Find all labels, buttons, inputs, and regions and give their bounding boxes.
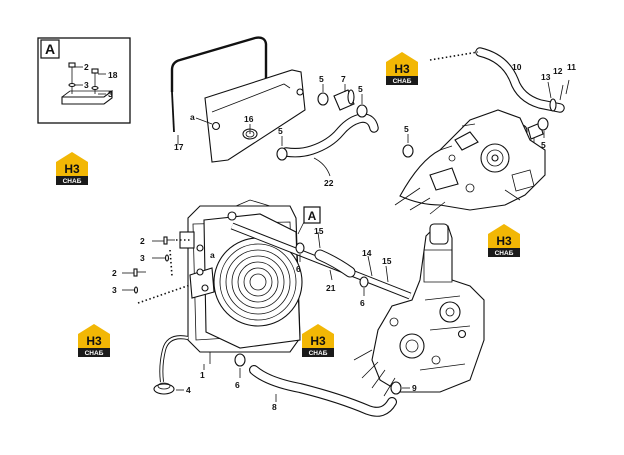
logo-house-icon [488,224,520,248]
callout-15-b: 15 [382,256,392,266]
logo-mark: H3 [310,334,326,348]
callout-9: 9 [412,383,417,393]
logo-house-icon [78,324,110,348]
callout-6-c: 6 [235,380,240,390]
logo-house-icon [302,324,334,348]
callout-8: 8 [272,402,277,412]
callout-2-a: 2 [140,236,145,246]
logo-band [56,176,88,185]
callout-6-a: 6 [296,264,301,274]
logo-mark: H3 [394,62,410,76]
logo-caption: СНАБ [85,350,104,357]
logo-caption: СНАБ [495,250,514,257]
inset-callout-3b: 3 [108,89,113,99]
callout-5-d: 5 [404,124,409,134]
overflow-tube-14: 15 14 15 21 6 6 [230,222,412,308]
callout-22: 22 [324,178,334,188]
logo-band [488,248,520,257]
callout-5-e: 5 [541,140,546,150]
logo-mark: H3 [64,162,80,176]
callout-15-a: 15 [314,226,324,236]
logo-band [78,348,110,357]
lower-hose-8: 8 6 9 [234,353,417,417]
logo-band [386,76,418,85]
callout-10: 10 [512,62,522,72]
logo-house-icon [56,152,88,176]
logo-house-icon [386,52,418,76]
engine-top-view [394,109,546,215]
logo-mark: H3 [86,334,102,348]
upper-hose-22: 22 5 5 [276,113,414,188]
callout-a-top: a [190,112,195,122]
inset-title: A [45,41,55,57]
detail-marker-label: A [308,209,317,223]
drain-hose-4: 4 [153,335,191,395]
callout-7: 7 [341,74,346,84]
callout-21: 21 [326,283,336,293]
callout-6-b: 6 [360,298,365,308]
shroud-plate-assembly: 17 a 16 [170,36,306,163]
radiator-bolts: 2 3 2 3 a [112,236,215,304]
logo-caption: СНАБ [393,78,412,85]
logo-caption: СНАБ [309,350,328,357]
callout-1: 1 [200,370,205,380]
callout-3-b: 3 [112,285,117,295]
inset-callout-2: 2 [84,62,89,72]
callout-2-b: 2 [112,268,117,278]
callout-5-c: 5 [358,84,363,94]
callout-16: 16 [244,114,254,124]
inset-callout-3a: 3 [84,80,89,90]
upper-right-hose-10: 10 13 12 11 20 19 5 [429,47,576,160]
callout-12: 12 [553,66,563,76]
callout-5-b: 5 [319,74,324,84]
thermostat-fittings: 5 7 5 [317,74,368,118]
inset-detail-a: A 2 18 3 3 [37,37,131,124]
callout-13: 13 [541,72,551,82]
callout-5-a: 5 [278,126,283,136]
callout-3-a: 3 [140,253,145,263]
engine-side-view [353,223,485,397]
detail-marker-a: A [297,206,321,235]
callout-4: 4 [186,385,191,395]
inset-callout-18: 18 [108,70,118,80]
callout-17: 17 [174,142,184,152]
callout-11: 11 [567,62,576,72]
logo-mark: H3 [496,234,512,248]
logo-caption: СНАБ [63,178,82,185]
callout-a-radiator: a [210,250,215,260]
logo-band [302,348,334,357]
callout-14: 14 [362,248,372,258]
